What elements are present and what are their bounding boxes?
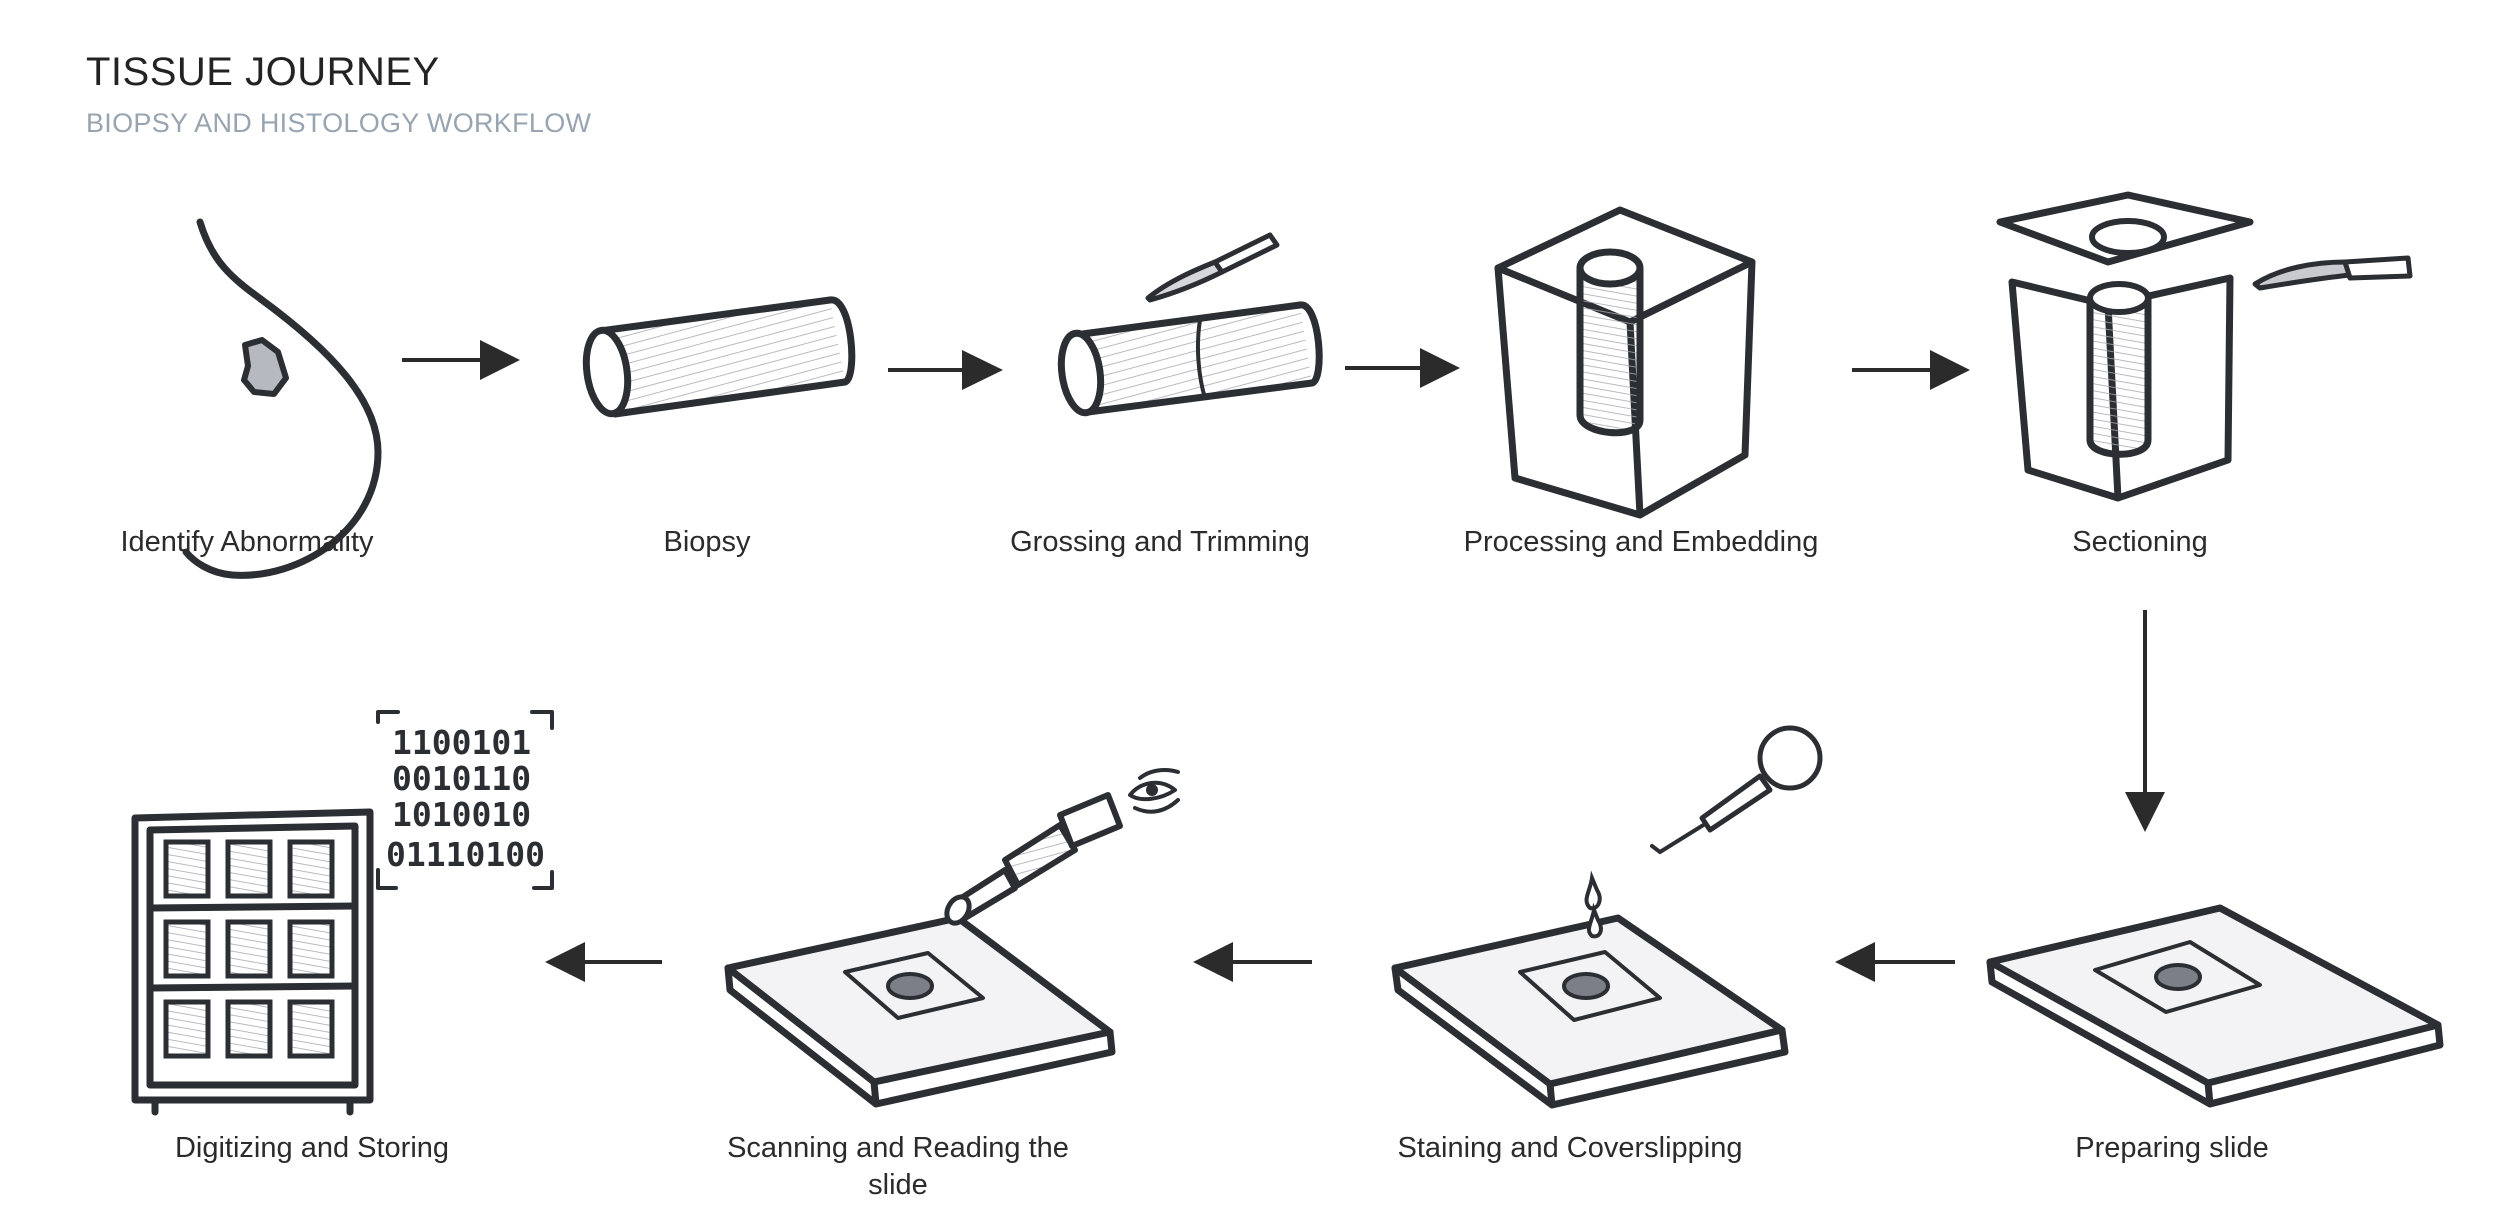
binary-row-2: 0010110	[392, 759, 531, 798]
arrow-4-to-5	[1852, 350, 1970, 390]
scanner-eye-icon	[724, 768, 1180, 1108]
cabinet-drawers	[163, 839, 335, 1059]
page-subtitle: BIOPSY AND HISTOLOGY WORKFLOW	[86, 108, 592, 138]
paraffin-block-icon	[1494, 206, 1756, 519]
scalpel-trim-icon	[1057, 232, 1323, 417]
arrow-8-to-9	[545, 942, 662, 982]
microtome-section-icon	[1996, 191, 2413, 502]
step-label-biopsy: Biopsy	[663, 526, 751, 558]
breast-lesion-icon	[182, 218, 382, 579]
arrow-2-to-3	[888, 350, 1003, 390]
step-label-sectioning: Sectioning	[2072, 526, 2208, 558]
arrow-3-to-4	[1345, 348, 1460, 388]
step-label-grossing-trimming: Grossing and Trimming	[1010, 526, 1310, 558]
step-label-scanning-reading: Scanning and Reading the slide	[727, 1132, 1069, 1201]
step-label-processing-embedding: Processing and Embedding	[1463, 526, 1819, 558]
arrow-7-to-8	[1193, 942, 1312, 982]
tissue-core-icon	[582, 296, 856, 418]
storage-binary-icon: 1100101 0010110 1010010 01110100	[131, 710, 554, 1116]
step-label-identify-abnormality: Identify Abnormality	[120, 526, 374, 558]
step-label-staining-coverslipping: Staining and Coverslipping	[1397, 1132, 1743, 1164]
glass-slide-icon	[1986, 904, 2444, 1108]
step-label-digitizing-storing: Digitizing and Storing	[174, 1132, 450, 1164]
arrow-6-to-7	[1835, 942, 1955, 982]
arrow-1-to-2	[402, 340, 520, 380]
binary-row-1: 1100101	[392, 723, 531, 762]
step-label-preparing-slide: Preparing slide	[2075, 1132, 2269, 1164]
arrow-5-to-6	[2125, 610, 2165, 832]
binary-row-4: 01110100	[386, 835, 545, 874]
binary-row-3: 1010010	[392, 795, 531, 834]
dropper-stain-icon	[1391, 725, 1823, 1109]
page-title: TISSUE JOURNEY	[86, 50, 440, 94]
